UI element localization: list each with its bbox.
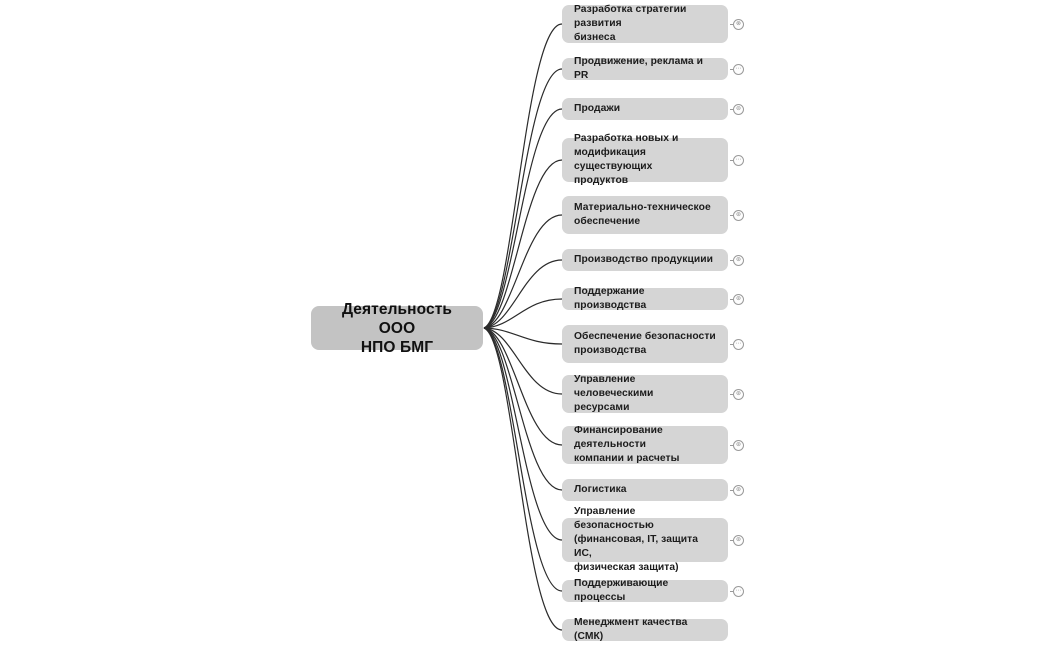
connector-edge (483, 327, 563, 541)
connector-edge (483, 327, 563, 446)
collapse-toggle-icon[interactable]: ⋯ (730, 338, 744, 350)
collapse-toggle-icon[interactable]: ⊛ (730, 439, 744, 451)
child-node-label: Менеджмент качества (СМК) (574, 617, 688, 642)
collapse-toggle-icon[interactable]: ⊗ (730, 18, 744, 30)
collapse-toggle-glyph: ⊛ (735, 486, 742, 493)
collapse-toggle-glyph: ⊛ (735, 390, 742, 397)
child-node-label: Поддерживающие процессы (574, 578, 669, 603)
connector-edge (483, 159, 563, 329)
collapse-toggle-icon[interactable]: ⊛ (730, 293, 744, 305)
collapse-toggle-glyph: ⋯ (735, 587, 742, 594)
collapse-toggle-icon[interactable]: ⊛ (730, 484, 744, 496)
collapse-toggle-glyph: ⊛ (735, 536, 742, 543)
child-node-label: Производство продукциии (574, 254, 713, 265)
child-node[interactable]: Логистика (562, 479, 728, 501)
connector-edge (483, 327, 563, 592)
collapse-toggle-icon[interactable]: ⊛ (730, 209, 744, 221)
connector-edge (483, 108, 563, 329)
child-node-label: Логистика (574, 484, 627, 495)
collapse-toggle-glyph: ⊛ (735, 295, 742, 302)
collapse-toggle-icon[interactable]: ⊚ (730, 103, 744, 115)
collapse-toggle-glyph: ⊗ (735, 20, 742, 27)
connector-edge (483, 68, 563, 329)
connector-edge (483, 327, 563, 345)
connector-edge (483, 327, 563, 631)
child-node-label: Продвижение, реклама и PR (574, 56, 703, 81)
collapse-toggle-glyph: ⊛ (735, 256, 742, 263)
child-node[interactable]: Поддерживающие процессы (562, 578, 728, 603)
child-node[interactable]: Управление безопасностью(финансовая, IT,… (562, 506, 728, 573)
collapse-toggle-glyph: ⋯ (735, 65, 742, 72)
child-node[interactable]: Продвижение, реклама и PR (562, 56, 728, 81)
connector-edge (483, 23, 563, 329)
child-node[interactable]: Поддержание производства (562, 286, 728, 311)
child-node-label: Продажи (574, 103, 621, 114)
connector-edge (483, 327, 563, 395)
collapse-toggle-icon[interactable]: ⊛ (730, 388, 744, 400)
collapse-toggle-icon[interactable]: ⊛ (730, 254, 744, 266)
collapse-toggle-icon[interactable]: ⊛ (730, 534, 744, 546)
child-node-label: Поддержание производства (574, 286, 647, 311)
collapse-toggle-icon[interactable]: ⋯ (730, 154, 744, 166)
child-node[interactable]: Производство продукциии (562, 249, 728, 271)
child-node[interactable]: Менеджмент качества (СМК) (562, 617, 728, 642)
connector-edge (483, 259, 563, 329)
connector-edge (483, 214, 563, 329)
collapse-toggle-icon[interactable]: ⋯ (730, 63, 744, 75)
connector-edge (483, 327, 563, 491)
collapse-toggle-icon[interactable]: ⋯ (730, 585, 744, 597)
collapse-toggle-glyph: ⊛ (735, 211, 742, 218)
child-node[interactable]: Продажи (562, 98, 728, 120)
connector-edge (483, 298, 563, 329)
collapse-toggle-glyph: ⋯ (735, 340, 742, 347)
collapse-toggle-glyph: ⊚ (735, 105, 742, 112)
collapse-toggle-glyph: ⊛ (735, 441, 742, 448)
collapse-toggle-glyph: ⋯ (735, 156, 742, 163)
child-node-label: Управление безопасностью(финансовая, IT,… (574, 506, 698, 573)
